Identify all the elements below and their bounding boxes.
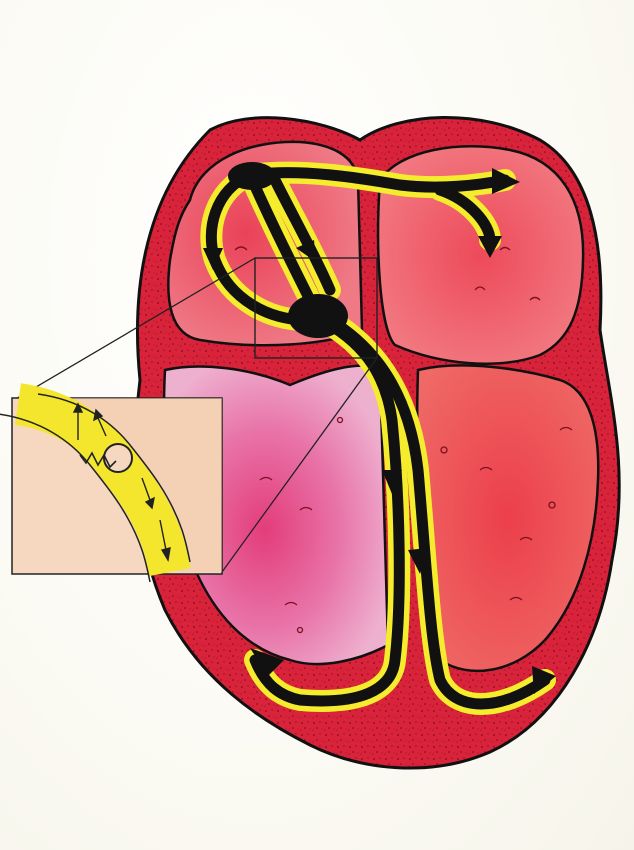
atrioventricular-node-icon bbox=[288, 294, 348, 338]
inset-node-icon bbox=[104, 444, 132, 472]
inset-detail bbox=[0, 394, 222, 582]
sinoatrial-node-icon bbox=[228, 162, 276, 190]
